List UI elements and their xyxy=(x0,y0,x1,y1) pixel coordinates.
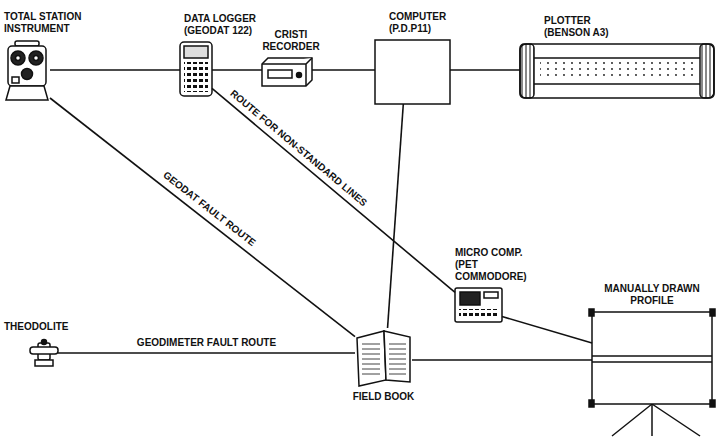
drawing-board xyxy=(612,404,652,436)
micro-computer-icon xyxy=(460,292,480,305)
drawing-board xyxy=(710,309,715,316)
total-station-icon xyxy=(34,56,39,61)
route-line xyxy=(212,88,455,292)
theodolite-icon xyxy=(30,340,58,367)
drawing-board xyxy=(589,400,594,407)
micro-computer-icon xyxy=(455,288,502,322)
recorder-icon xyxy=(262,58,312,86)
computer-box: COMPUTER (P.D.P11) xyxy=(375,40,450,104)
route-line xyxy=(312,69,375,71)
device-caption: COMPUTER (P.D.P11) xyxy=(389,11,459,35)
device-caption: TOTAL STATION INSTRUMENT xyxy=(4,11,89,35)
route-line xyxy=(50,69,180,71)
field-book-icon xyxy=(389,342,406,376)
plotter-icon xyxy=(520,44,714,98)
route-line xyxy=(412,359,592,361)
device-caption: FIELD BOOK xyxy=(345,391,422,403)
device-label: TOTAL STATION INSTRUMENT xyxy=(4,11,89,35)
data-logger-icon xyxy=(184,46,208,58)
computer-box xyxy=(375,40,450,104)
data-logger-icon xyxy=(180,42,212,96)
theodolite-icon xyxy=(42,340,47,345)
instrument-box: TOTAL STATION INSTRUMENT xyxy=(4,40,50,102)
route-label: ROUTE FOR NON-STANDARD LINES xyxy=(226,86,371,210)
device-caption: PLOTTER (BENSON A3) xyxy=(544,15,614,39)
computer-box xyxy=(375,40,450,104)
drawing-board xyxy=(592,355,712,357)
route-line xyxy=(212,69,262,71)
device-label: DATA LOGGER (GEODAT 122) xyxy=(184,13,264,37)
route-label: GEODIMETER FAULT ROUTE xyxy=(135,337,278,349)
device-caption: CRISTI RECORDER xyxy=(261,29,321,53)
plotter-icon xyxy=(520,44,714,98)
total-station-icon xyxy=(29,51,43,65)
micro-computer-icon xyxy=(459,309,498,319)
device-caption: THEODOLITE xyxy=(4,321,84,333)
data-logger-icon xyxy=(180,42,212,96)
micro-computer-icon xyxy=(455,288,502,322)
theodolite-icon xyxy=(35,360,53,366)
drawing-board xyxy=(651,404,653,436)
micro-computer-icon xyxy=(484,292,498,298)
drawing-board xyxy=(710,400,715,407)
theodolite-box: THEODOLITE xyxy=(30,338,58,368)
recorder-icon xyxy=(297,73,302,78)
field-book-icon xyxy=(362,342,380,378)
device-label: THEODOLITE xyxy=(4,321,84,333)
route-line xyxy=(502,316,592,342)
route-line xyxy=(50,98,355,337)
field-book-icon xyxy=(357,331,410,386)
plotter-icon xyxy=(534,57,700,59)
recorder-box: CRISTI RECORDER xyxy=(262,58,312,86)
device-caption: MICRO COMP. (PET COMMODORE) xyxy=(455,247,547,283)
total-station-icon xyxy=(12,77,19,83)
recorder-icon xyxy=(262,58,312,86)
route-line xyxy=(388,104,404,328)
profile-board: MANUALLY DRAWN PROFILE xyxy=(592,312,712,404)
drawing-board xyxy=(592,312,712,404)
total-station-icon xyxy=(11,51,25,65)
logger-box: DATA LOGGER (GEODAT 122) xyxy=(180,42,212,96)
recorder-icon xyxy=(268,70,292,78)
data-logger-icon xyxy=(184,62,208,92)
drawing-board xyxy=(589,309,594,316)
total-station-icon xyxy=(8,46,46,86)
field-book-icon xyxy=(357,331,386,386)
plotter-icon xyxy=(540,62,694,80)
recorder-icon xyxy=(262,58,312,86)
device-label: MICRO COMP. (PET COMMODORE) xyxy=(455,247,547,283)
device-caption: MANUALLY DRAWN PROFILE xyxy=(597,283,707,307)
route-line xyxy=(58,352,355,354)
theodolite-icon xyxy=(30,347,58,354)
total-station-icon xyxy=(22,69,33,80)
route-line xyxy=(450,69,520,71)
total-station-icon xyxy=(16,56,21,61)
field-book-box: FIELD BOOK xyxy=(355,328,412,386)
micro-computer-box: MICRO COMP. (PET COMMODORE) xyxy=(455,288,502,322)
plotter-icon xyxy=(534,83,700,85)
drawing-board xyxy=(592,361,712,363)
plotter-box: PLOTTER (BENSON A3) xyxy=(520,44,714,98)
drawing-board xyxy=(652,404,700,436)
device-label: COMPUTER (P.D.P11) xyxy=(389,11,459,35)
device-label: PLOTTER (BENSON A3) xyxy=(544,15,614,39)
plotter-icon xyxy=(520,44,534,98)
drawing-board xyxy=(589,309,715,436)
device-label: MANUALLY DRAWN PROFILE xyxy=(597,283,707,307)
device-label: CRISTI RECORDER xyxy=(261,29,321,53)
device-label: FIELD BOOK xyxy=(345,391,422,403)
plotter-icon xyxy=(700,44,714,98)
total-station-icon xyxy=(6,41,48,100)
route-label: GEODAT FAULT ROUTE xyxy=(158,168,258,250)
field-book-icon xyxy=(384,331,410,382)
total-station-icon xyxy=(6,86,48,100)
device-caption: DATA LOGGER (GEODAT 122) xyxy=(184,13,264,37)
